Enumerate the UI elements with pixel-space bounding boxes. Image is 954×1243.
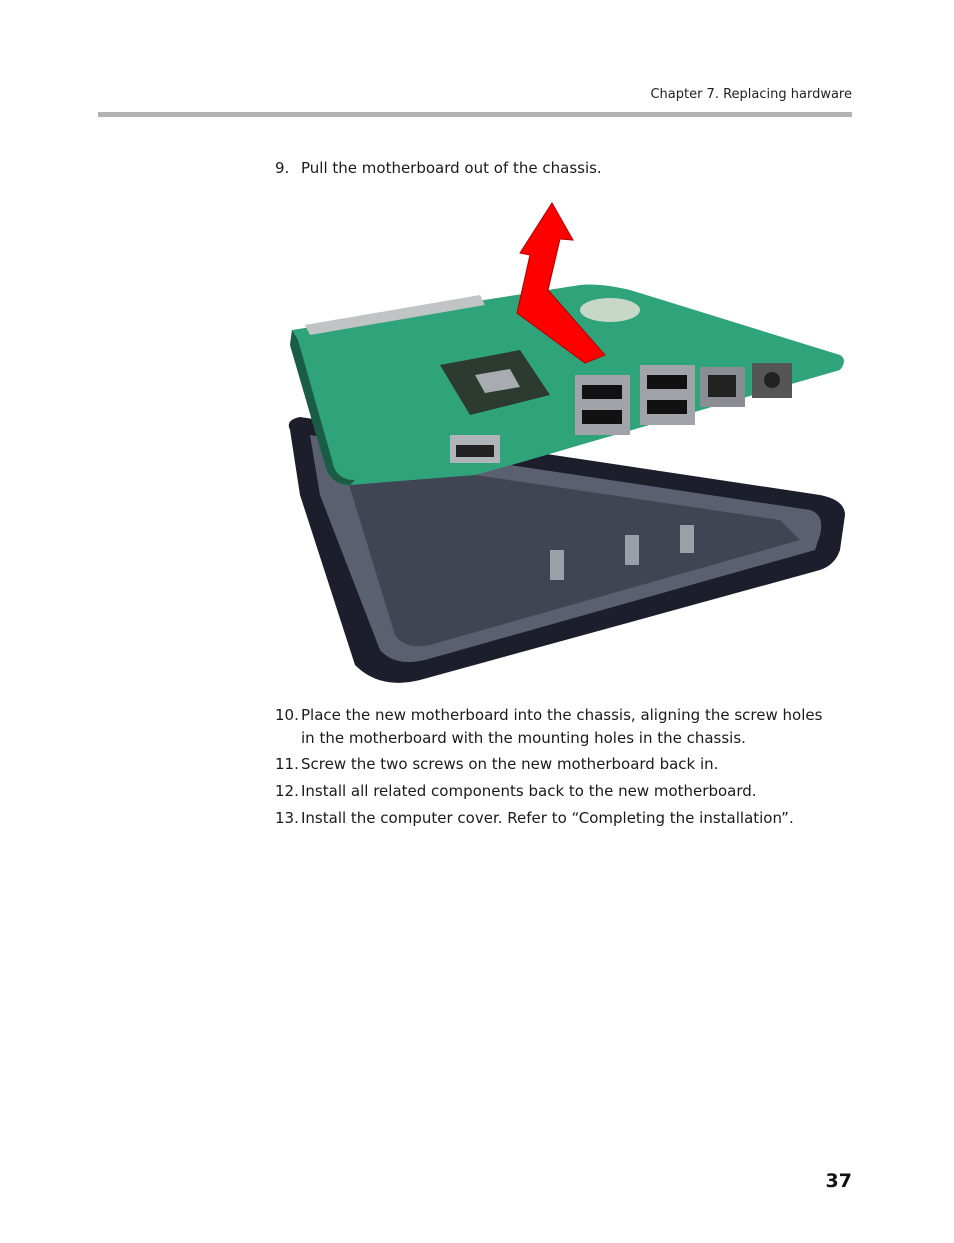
step-11: 11.Screw the two screws on the new mothe… — [275, 753, 718, 776]
motherboard-illustration — [288, 202, 845, 683]
step-9: 9. Pull the motherboard out of the chassi… — [275, 157, 602, 180]
step-12: 12.Install all related components back t… — [275, 780, 757, 803]
step-number: 10. — [275, 706, 299, 724]
page-number: 37 — [825, 1170, 852, 1192]
step-text: Screw the two screws on the new motherbo… — [301, 755, 719, 773]
step-text: Install all related components back to t… — [301, 782, 757, 800]
chapter-header: Chapter 7. Replacing hardware — [650, 87, 852, 102]
step-number: 9. — [275, 159, 290, 177]
step-text: Install the computer cover. Refer to “Co… — [301, 809, 794, 827]
header-divider — [98, 112, 852, 117]
step-13: 13.Install the computer cover. Refer to … — [275, 807, 794, 830]
step-text: Pull the motherboard out of the chassis. — [301, 159, 602, 177]
step-text-line1: Place the new motherboard into the chass… — [301, 706, 823, 724]
motherboard-removal-figure — [280, 195, 850, 690]
step-number: 11. — [275, 755, 299, 773]
step-text-line2: in the motherboard with the mounting hol… — [301, 729, 746, 747]
step-number: 12. — [275, 782, 299, 800]
step-number: 13. — [275, 809, 299, 827]
step-10: 10.Place the new motherboard into the ch… — [275, 704, 822, 750]
